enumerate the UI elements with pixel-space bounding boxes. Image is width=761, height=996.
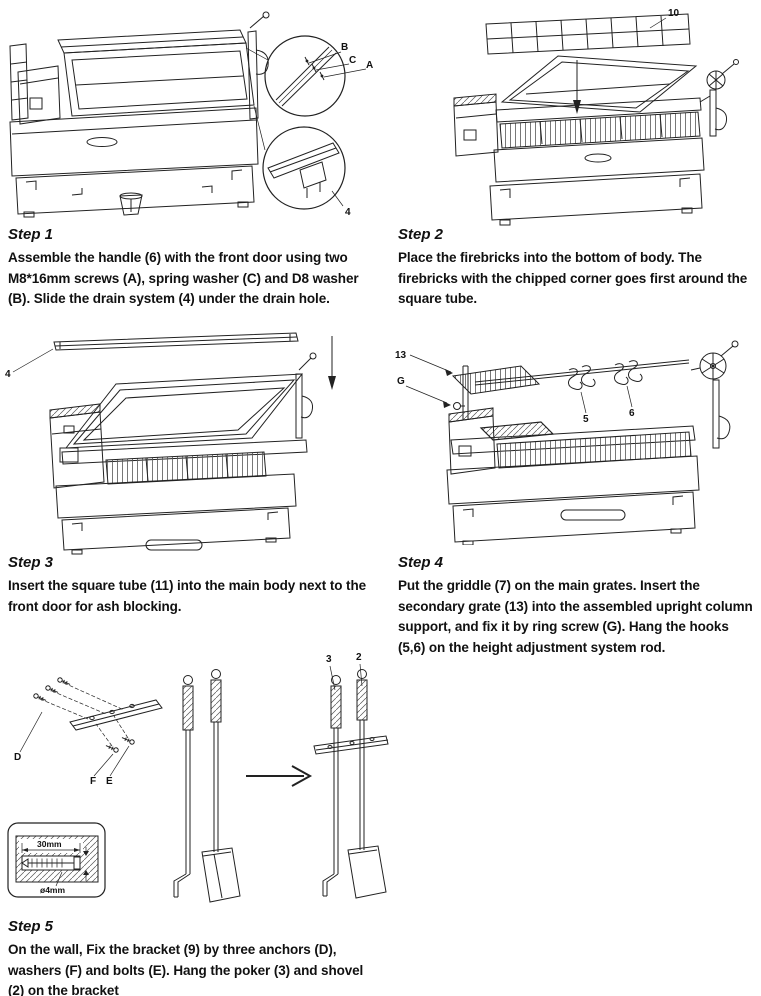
label-secondary-grate: 13 (395, 350, 407, 361)
label-bolt: E (106, 776, 113, 787)
label-anchor: D (14, 752, 21, 763)
step1-text: Assemble the handle (6) with the front d… (8, 250, 359, 306)
step4-text: Put the griddle (7) on the main grates. … (398, 578, 753, 655)
step4-figure: 13 G (393, 328, 761, 545)
step1-title: Step 1 (8, 226, 54, 243)
anchor-detail-box (7, 822, 106, 898)
step5-title: Step 5 (8, 918, 54, 935)
label-firebricks: 10 (668, 8, 680, 19)
step4-title: Step 4 (398, 554, 444, 571)
label-screw-c: C (349, 55, 356, 66)
label-shovel: 2 (356, 652, 362, 663)
label-ring-screw: G (397, 376, 405, 387)
step1-grill-diagram: B C A 4 (9, 11, 373, 218)
step3-title: Step 3 (8, 554, 54, 571)
label-hook-right: 6 (629, 408, 635, 419)
label-screw-a: A (366, 60, 373, 71)
label-diameter: ø4mm (40, 885, 65, 895)
step2-title: Step 2 (398, 226, 444, 243)
label-drain-system: 4 (345, 207, 351, 218)
label-hook-left: 5 (583, 414, 589, 425)
down-arrow-icon (328, 336, 336, 390)
step5-figure: D F E (0, 650, 460, 918)
step1-figure: B C A 4 (2, 6, 382, 218)
step3-square-tube-diagram: 4 (5, 332, 336, 555)
step5-wall-bracket-diagram: D F E (7, 652, 389, 903)
step3-figure: 4 (0, 330, 392, 556)
right-arrow-icon (246, 765, 313, 787)
label-square-tube: 4 (5, 369, 11, 380)
label-screw-b: B (341, 42, 348, 53)
step3-text: Insert the square tube (11) into the mai… (8, 578, 366, 614)
step2-firebricks-diagram: 10 (453, 8, 739, 226)
step2-figure: 10 (398, 6, 760, 236)
step1-drain-callout (262, 126, 346, 210)
label-washer: F (90, 776, 96, 787)
step4-griddle-diagram: 13 G (395, 340, 739, 545)
step2-text: Place the firebricks into the bottom of … (398, 250, 748, 306)
label-depth: 30mm (37, 839, 62, 849)
step1-handle-callout (264, 35, 346, 117)
label-poker: 3 (326, 654, 332, 665)
step5-text: On the wall, Fix the bracket (9) by thre… (8, 942, 364, 996)
